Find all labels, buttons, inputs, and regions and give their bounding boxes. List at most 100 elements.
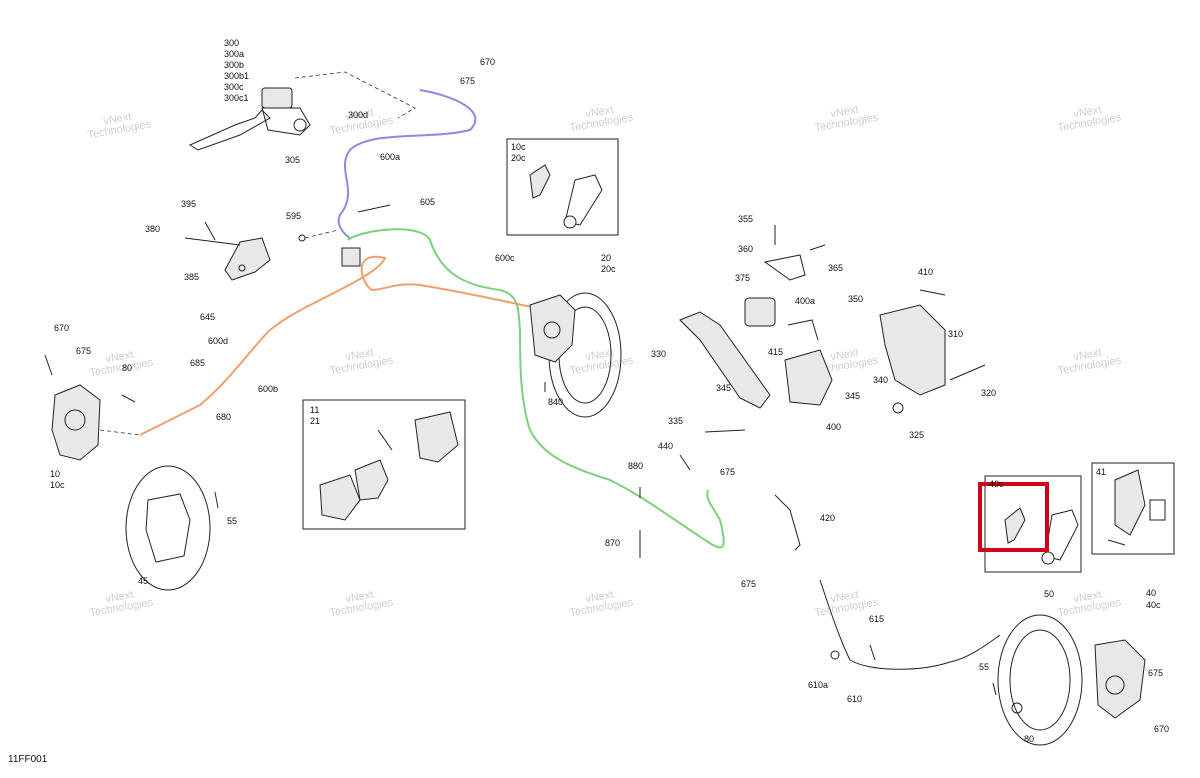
callout-440: 440	[658, 441, 673, 451]
svg-text:vNext: vNext	[1073, 104, 1103, 121]
callout-55: 55	[979, 662, 989, 672]
callout-300c1: 300c1	[224, 93, 249, 103]
callout-11: 11	[310, 405, 319, 415]
callout-610: 610	[847, 694, 862, 704]
rear-line	[774, 494, 1001, 670]
callout-400: 400	[826, 422, 841, 432]
hose-600c-green[interactable]	[347, 228, 725, 549]
svg-text:vNext: vNext	[105, 349, 135, 366]
callout-375: 375	[735, 273, 750, 283]
callout-300c: 300c	[224, 82, 244, 92]
callout-80: 80	[1024, 734, 1034, 744]
front-right-brake	[529, 292, 622, 418]
svg-text:vNext: vNext	[830, 347, 860, 364]
callout-380: 380	[145, 224, 160, 234]
callout-300: 300	[224, 38, 239, 48]
callout-40: 40	[1146, 588, 1156, 598]
callout-355: 355	[738, 214, 753, 224]
callout-55: 55	[227, 516, 237, 526]
callout-870: 870	[605, 538, 620, 548]
callout-880: 880	[628, 461, 643, 471]
figure-code: 11FF001	[8, 754, 48, 765]
svg-text:vNext: vNext	[585, 589, 615, 606]
junction-block	[298, 204, 391, 267]
callout-300b1: 300b1	[224, 71, 249, 81]
callout-670: 670	[1154, 724, 1169, 734]
callout-40c-inset: 40c	[989, 479, 1004, 489]
callout-45: 45	[138, 576, 148, 586]
callout-420: 420	[820, 513, 835, 523]
callout-335: 335	[668, 416, 683, 426]
callout-600d: 600d	[208, 336, 228, 346]
callout-600a: 600a	[380, 152, 400, 162]
callout-645: 645	[200, 312, 215, 322]
callout-600b: 600b	[258, 384, 278, 394]
inset-bleeder-rear[interactable]	[978, 475, 1082, 573]
callout-labels: 300 300a 300b 300b1 300c 300c1 300d 305 …	[50, 38, 1169, 744]
callout-675: 675	[76, 346, 91, 356]
svg-text:vNext: vNext	[1073, 589, 1103, 606]
hose-600a-blue[interactable]	[337, 89, 477, 239]
callout-395: 395	[181, 199, 196, 209]
callout-610a: 610a	[808, 680, 828, 690]
callout-605: 605	[420, 197, 435, 207]
callout-595: 595	[286, 211, 301, 221]
callout-670: 670	[480, 57, 495, 67]
callout-840: 840	[548, 397, 563, 407]
callout-365: 365	[828, 263, 843, 273]
svg-text:vNext: vNext	[105, 589, 135, 606]
svg-text:vNext: vNext	[103, 111, 133, 128]
callout-10c: 10c	[50, 480, 65, 490]
mid-hardware	[544, 382, 691, 558]
svg-text:vNext: vNext	[585, 104, 615, 121]
callout-360: 360	[738, 244, 753, 254]
callout-320: 320	[981, 388, 996, 398]
callout-325: 325	[909, 430, 924, 440]
callout-345: 345	[716, 383, 731, 393]
inset-bleeder-front	[506, 138, 619, 236]
bracket-assembly	[184, 221, 271, 281]
rear-brake	[992, 614, 1146, 746]
callout-615: 615	[869, 614, 884, 624]
callout-20c: 20c	[601, 264, 616, 274]
callout-415: 415	[768, 347, 783, 357]
svg-text:vNext: vNext	[345, 589, 375, 606]
brake-pedal-assembly	[679, 225, 986, 433]
svg-text:vNext: vNext	[585, 347, 615, 364]
callout-600c: 600c	[495, 253, 515, 263]
hose-600b-orange[interactable]	[139, 255, 546, 436]
callout-10: 10	[50, 469, 60, 479]
callout-340: 340	[873, 375, 888, 385]
svg-text:vNext: vNext	[830, 104, 860, 121]
callout-350: 350	[848, 294, 863, 304]
callout-20c-inset: 20c	[511, 153, 526, 163]
inset-pads-rear	[1091, 462, 1175, 555]
svg-text:vNext: vNext	[1073, 347, 1103, 364]
callout-385: 385	[184, 272, 199, 282]
callout-675: 675	[1148, 668, 1163, 678]
svg-text:vNext: vNext	[345, 107, 375, 124]
callout-675: 675	[460, 76, 475, 86]
svg-text:vNext: vNext	[830, 589, 860, 606]
callout-345: 345	[845, 391, 860, 401]
callout-685: 685	[190, 358, 205, 368]
callout-680: 680	[216, 412, 231, 422]
master-cylinder-assembly	[188, 71, 416, 151]
highlight-box	[978, 482, 1049, 552]
callout-300a: 300a	[224, 49, 244, 59]
callout-300d: 300d	[348, 110, 368, 120]
callout-20: 20	[601, 253, 611, 263]
front-left-brake	[44, 354, 141, 461]
callout-675: 675	[741, 579, 756, 589]
callout-80: 80	[122, 363, 132, 373]
